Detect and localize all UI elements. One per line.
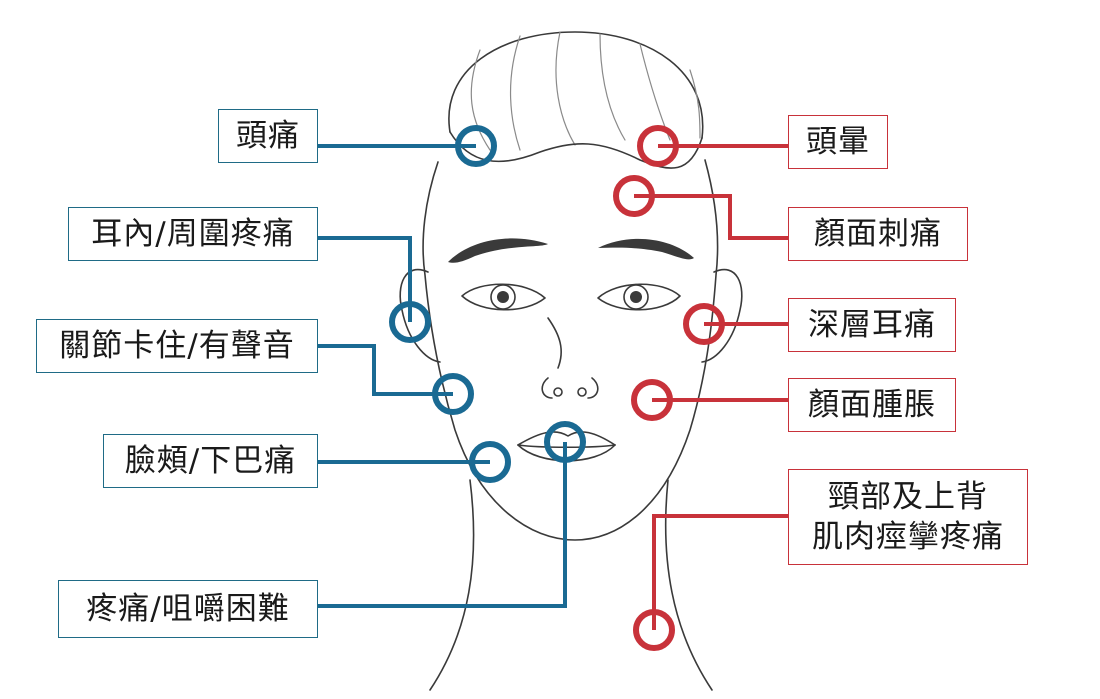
lip-line <box>517 444 616 449</box>
marker-facial-sting <box>613 175 655 217</box>
left-pupil <box>497 291 509 303</box>
left-eye <box>461 283 546 311</box>
right-leaders <box>634 144 788 630</box>
leader-chewing <box>318 442 567 608</box>
leader-ear-pain <box>318 236 412 322</box>
right-markers <box>613 125 725 651</box>
marker-neck-back <box>633 609 675 651</box>
right-nostril <box>577 387 587 397</box>
leader-joint-lock <box>318 344 453 396</box>
marker-ear-pain <box>389 301 431 343</box>
nose-base <box>541 377 599 399</box>
label-chewing: 疼痛/咀嚼困難 <box>58 580 318 638</box>
marker-chewing <box>544 421 586 463</box>
label-neck-back-line1: 頸部及上背 <box>828 479 988 515</box>
label-facial-sting: 顏面刺痛 <box>788 207 968 261</box>
right-eyebrow <box>598 238 694 260</box>
label-dizziness: 頭暈 <box>788 115 888 169</box>
right-eye <box>597 283 681 311</box>
neck-left <box>429 479 475 691</box>
label-ear-pain: 耳內/周圍疼痛 <box>68 207 318 261</box>
label-neck-back: 頸部及上背 肌肉痙攣疼痛 <box>788 469 1028 565</box>
marker-headache <box>455 125 497 167</box>
hair-strands <box>470 31 701 151</box>
neck-right <box>664 479 713 691</box>
label-joint-lock: 關節卡住/有聲音 <box>36 319 318 373</box>
right-pupil <box>630 291 642 303</box>
hair-outline <box>448 31 704 139</box>
upper-lip <box>517 431 616 446</box>
marker-facial-swelling <box>631 379 673 421</box>
marker-joint-lock <box>432 373 474 415</box>
leader-neck-back <box>652 514 788 630</box>
left-iris <box>490 284 516 310</box>
left-ear <box>399 269 441 363</box>
label-headache: 頭痛 <box>218 109 318 163</box>
marker-deep-ear <box>683 303 725 345</box>
label-neck-back-line2: 肌肉痙攣疼痛 <box>812 519 1004 555</box>
label-facial-swelling: 顏面腫脹 <box>788 378 956 432</box>
label-cheek-jaw: 臉頰/下巴痛 <box>103 434 318 488</box>
left-markers <box>389 125 586 483</box>
right-ear <box>701 269 743 363</box>
left-eyebrow <box>448 238 548 263</box>
left-leaders <box>318 144 567 608</box>
leader-facial-sting <box>634 194 788 240</box>
marker-cheek-jaw <box>469 441 511 483</box>
label-deep-ear: 深層耳痛 <box>788 298 956 352</box>
face-contour <box>422 159 719 541</box>
marker-dizziness <box>637 125 679 167</box>
nose-bridge <box>547 317 562 369</box>
left-nostril <box>553 387 563 397</box>
right-iris <box>623 284 649 310</box>
